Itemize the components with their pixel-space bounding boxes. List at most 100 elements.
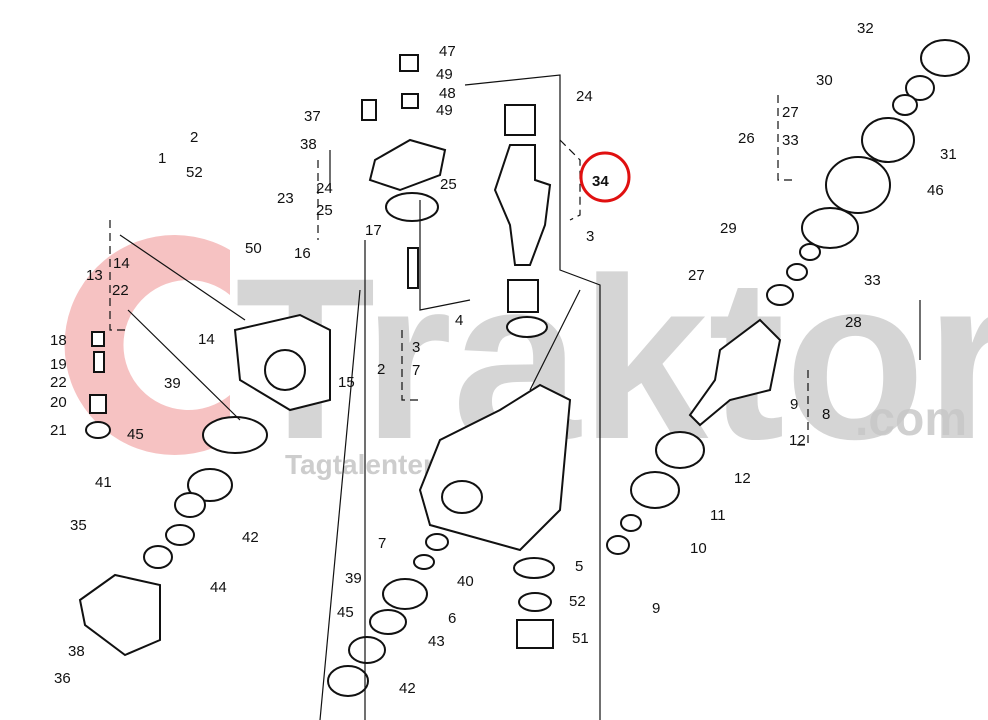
part-number-label: 15 (338, 374, 355, 391)
part-number-label: 12 (789, 432, 806, 449)
part-number-label: 49 (436, 102, 453, 119)
part-number-label: 10 (690, 540, 707, 557)
part-number-label: 19 (50, 356, 67, 373)
part-number-label: 8 (822, 406, 830, 423)
o-ring (655, 431, 705, 469)
part-number-label: 31 (940, 146, 957, 163)
o-ring (799, 243, 821, 261)
part-number-label: 24 (316, 180, 333, 197)
watermark-domain: .com (855, 393, 967, 446)
part-number-label: 25 (316, 202, 333, 219)
part-number-label: 49 (436, 66, 453, 83)
part-number-label: 20 (50, 394, 67, 411)
part-number-label: 44 (210, 579, 227, 596)
housing-bore (441, 480, 483, 514)
seal (143, 545, 173, 569)
part-number-label: 35 (70, 517, 87, 534)
o-ring (425, 533, 449, 551)
highlighted-part-label: 34 (592, 173, 609, 190)
part-number-label: 38 (300, 136, 317, 153)
part-number-label: 9 (790, 396, 798, 413)
part-number-label: 41 (95, 474, 112, 491)
part-number-label: 26 (738, 130, 755, 147)
part-number-label: 4 (455, 312, 463, 329)
part-number-label: 28 (845, 314, 862, 331)
part-number-label: 21 (50, 422, 67, 439)
bearing (348, 636, 386, 664)
part-number-label: 7 (378, 535, 386, 552)
part-number-label: 39 (345, 570, 362, 587)
pinion-shaft (688, 318, 782, 427)
part-number-label: 32 (857, 20, 874, 37)
washer (165, 524, 195, 546)
bearing (174, 492, 206, 518)
part-number-label: 22 (50, 374, 67, 391)
valve-body (368, 138, 447, 192)
part-number-label: 16 (294, 245, 311, 262)
part-number-label: 14 (198, 331, 215, 348)
part-number-label: 9 (652, 600, 660, 617)
part-number-label: 2 (377, 361, 385, 378)
part-number-label: 7 (412, 362, 420, 379)
part-number-label: 52 (569, 593, 586, 610)
end-cover (78, 573, 161, 657)
part-number-label: 22 (112, 282, 129, 299)
o-ring (202, 416, 268, 454)
part-number-label: 37 (304, 108, 321, 125)
plug (89, 394, 107, 414)
washer (187, 468, 233, 502)
washer (606, 535, 630, 555)
part-number-label: 38 (68, 643, 85, 660)
bearing (504, 104, 536, 136)
part-number-label: 51 (572, 630, 589, 647)
o-ring (413, 554, 435, 570)
part-number-label: 13 (86, 267, 103, 284)
spring (93, 351, 105, 373)
circlip (905, 75, 935, 101)
part-number-label: 36 (54, 670, 71, 687)
part-number-label: 5 (575, 558, 583, 575)
brackets (109, 74, 921, 720)
o-ring (382, 578, 428, 610)
part-number-label: 27 (688, 267, 705, 284)
screw (91, 331, 105, 347)
seal (513, 557, 555, 579)
nut (516, 619, 554, 649)
o-ring (385, 192, 439, 222)
seal (506, 316, 548, 338)
part-number-label: 3 (412, 339, 420, 356)
snap-ring (861, 117, 915, 163)
part-number-label: 25 (440, 176, 457, 193)
washer (369, 609, 407, 635)
part-number-label: 18 (50, 332, 67, 349)
highlight-circle (579, 151, 631, 203)
part-number-label: 12 (734, 470, 751, 487)
part-number-label: 46 (927, 182, 944, 199)
watermark-tagline: Tagtalenter (285, 449, 434, 480)
part-number-label: 45 (127, 426, 144, 443)
part-number-label: 29 (720, 220, 737, 237)
o-ring (620, 514, 642, 532)
part-number-label: 14 (113, 255, 130, 272)
part-number-label: 33 (782, 132, 799, 149)
part-number-label: 24 (576, 88, 593, 105)
part-number-label: 47 (439, 43, 456, 60)
bearing (766, 284, 794, 306)
part-number-label: 17 (365, 222, 382, 239)
part-number-label: 42 (242, 529, 259, 546)
part-number-label: 1 (158, 150, 166, 167)
part-number-label: 43 (428, 633, 445, 650)
bearing (892, 94, 918, 116)
bolt (361, 99, 377, 121)
nut (401, 93, 419, 109)
cap (920, 39, 970, 77)
part-number-label: 50 (245, 240, 262, 257)
part-number-label: 40 (457, 573, 474, 590)
part-number-label: 2 (190, 129, 198, 146)
part-number-label: 30 (816, 72, 833, 89)
part-number-label: 3 (586, 228, 594, 245)
o-ring (801, 207, 859, 249)
